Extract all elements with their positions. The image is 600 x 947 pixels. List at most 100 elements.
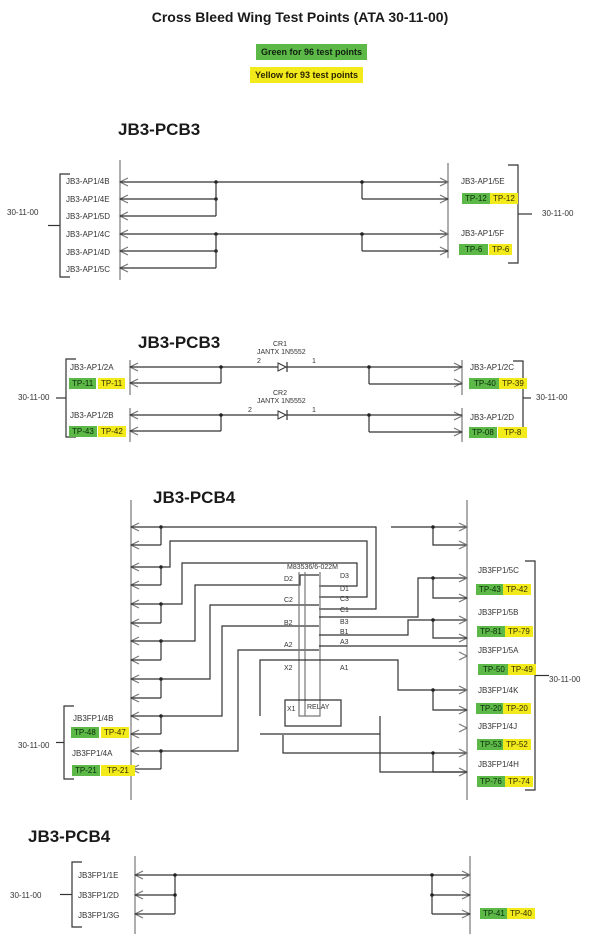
test-point-yellow[interactable]: TP-42 — [98, 426, 126, 437]
test-point-green[interactable]: TP-40 — [469, 378, 501, 389]
test-point-green[interactable]: TP-48 — [71, 727, 99, 738]
s3-right-pin: JB3FP1/5C — [478, 566, 519, 575]
relay-body — [298, 572, 321, 717]
s3-left-pin: JB3FP1/4B — [73, 714, 114, 723]
relay-pin: C2 — [284, 597, 293, 604]
page-title: Cross Bleed Wing Test Points (ATA 30-11-… — [151, 9, 449, 25]
test-point-green[interactable]: TP-21 — [72, 765, 100, 776]
relay-pin: C3 — [340, 596, 349, 603]
test-point-yellow[interactable]: TP-49 — [508, 664, 536, 675]
wire — [391, 526, 467, 546]
test-point-green[interactable]: TP-43 — [476, 584, 504, 595]
s1-left-pin: JB3-AP1/4C — [66, 230, 111, 239]
section-2-ata-left: 30-11-00 — [18, 393, 50, 402]
section-1-title: JB3-PCB3 — [118, 120, 201, 139]
junction-dot — [431, 688, 435, 692]
wire — [319, 619, 467, 636]
s2-right-pin: JB3-AP1/2C — [470, 363, 515, 372]
connector-arrow-icon — [458, 615, 469, 625]
test-point-green[interactable]: TP-50 — [478, 664, 510, 675]
test-point-green[interactable]: TP-08 — [469, 427, 497, 438]
test-point-green[interactable]: TP-11 — [69, 378, 97, 389]
diode-cr2-ref: CR2 — [273, 390, 288, 397]
test-point-green[interactable]: TP-20 — [476, 703, 506, 714]
test-point-green[interactable]: TP-81 — [477, 626, 505, 637]
relay-pin: A3 — [340, 639, 349, 646]
relay-pin: X1 — [287, 706, 296, 713]
s1-left-pin: JB3-AP1/5D — [66, 212, 111, 221]
s1-left-pin: JB3-AP1/4E — [66, 195, 110, 204]
bracket — [513, 360, 524, 436]
connector-arrow-icon — [458, 685, 469, 695]
s1-right-pin: JB3-AP1/5F — [461, 229, 505, 238]
diode-cr2-pin1: 1 — [312, 407, 316, 414]
wire — [161, 625, 319, 717]
test-point-yellow[interactable]: TP-12 — [490, 193, 518, 204]
test-point-green[interactable]: TP-41 — [480, 908, 508, 919]
test-point-yellow[interactable]: TP-11 — [98, 378, 126, 389]
s1-left-pin: JB3-AP1/4D — [66, 248, 111, 257]
connector-arrow-icon — [458, 573, 469, 583]
test-point-yellow[interactable]: TP-8 — [498, 427, 528, 438]
s2-left-pin: JB3-AP1/2B — [70, 411, 114, 420]
wire — [282, 735, 467, 754]
connector-arrow-icon — [461, 870, 472, 880]
relay-pin: B1 — [340, 629, 349, 636]
test-point-yellow[interactable]: TP-79 — [505, 626, 533, 637]
s1-right-pin: JB3-AP1/5E — [461, 177, 505, 186]
connector-arrow-icon — [453, 411, 464, 421]
test-point-yellow[interactable]: TP-39 — [499, 378, 527, 389]
section-3-ata-right: 30-11-00 — [549, 675, 581, 684]
test-point-yellow[interactable]: TP-40 — [507, 908, 535, 919]
section-1-ata-left: 30-11-00 — [7, 208, 39, 217]
s3-right-pin: JB3FP1/4H — [478, 760, 519, 769]
section-1-ata-right: 30-11-00 — [542, 209, 574, 218]
test-point-yellow[interactable]: TP-74 — [505, 776, 533, 787]
diode-cr1-pin1: 1 — [312, 358, 316, 365]
relay-pin: B3 — [340, 619, 349, 626]
test-point-yellow[interactable]: TP-21 — [101, 765, 135, 776]
junction-dot — [173, 873, 177, 877]
legend-yellow: Yellow for 93 test points — [250, 67, 364, 83]
legend-green: Green for 96 test points — [256, 44, 368, 60]
s3-left-pin: JB3FP1/4A — [72, 749, 113, 758]
junction-dot — [431, 576, 435, 580]
wire — [161, 574, 319, 642]
test-point-green[interactable]: TP-6 — [459, 244, 489, 255]
test-point-yellow[interactable]: TP-52 — [503, 739, 531, 750]
junction-dot — [367, 365, 371, 369]
junction-dot — [219, 365, 223, 369]
test-point-green[interactable]: TP-53 — [477, 739, 505, 750]
s2-left-pin: JB3-AP1/2A — [70, 363, 114, 372]
s3-right-pin: JB3FP1/5A — [478, 646, 519, 655]
junction-dot — [360, 180, 364, 184]
junction-dot — [430, 893, 434, 897]
wire — [319, 577, 467, 618]
s1-left-pin: JB3-AP1/5C — [66, 265, 111, 274]
test-point-yellow[interactable]: TP-20 — [503, 703, 531, 714]
wire — [260, 716, 381, 735]
section-2-ata-right: 30-11-00 — [536, 393, 568, 402]
junction-dot — [431, 751, 435, 755]
relay-pin: B2 — [284, 620, 293, 627]
diode-icon — [277, 362, 288, 372]
connector-arrow-icon — [458, 723, 469, 733]
wire — [161, 649, 319, 752]
test-point-yellow[interactable]: TP-42 — [503, 584, 531, 595]
connector-arrow-icon — [453, 378, 464, 388]
test-point-green[interactable]: TP-12 — [462, 193, 490, 204]
s3-right-pin: JB3FP1/5B — [478, 608, 519, 617]
junction-dot — [431, 525, 435, 529]
test-point-yellow[interactable]: TP-47 — [101, 727, 129, 738]
bracket — [525, 560, 536, 791]
section-3-title: JB3-PCB4 — [153, 488, 236, 507]
section-3-ata-left: 30-11-00 — [18, 741, 50, 750]
test-point-yellow[interactable]: TP-6 — [489, 244, 513, 255]
wire — [432, 620, 467, 639]
test-point-green[interactable]: TP-43 — [69, 426, 97, 437]
connector-arrow-icon — [458, 748, 469, 758]
wire — [432, 753, 467, 773]
section-4-ata-left: 30-11-00 — [10, 891, 42, 900]
test-point-green[interactable]: TP-76 — [477, 776, 505, 787]
relay-pin: A1 — [340, 665, 349, 672]
